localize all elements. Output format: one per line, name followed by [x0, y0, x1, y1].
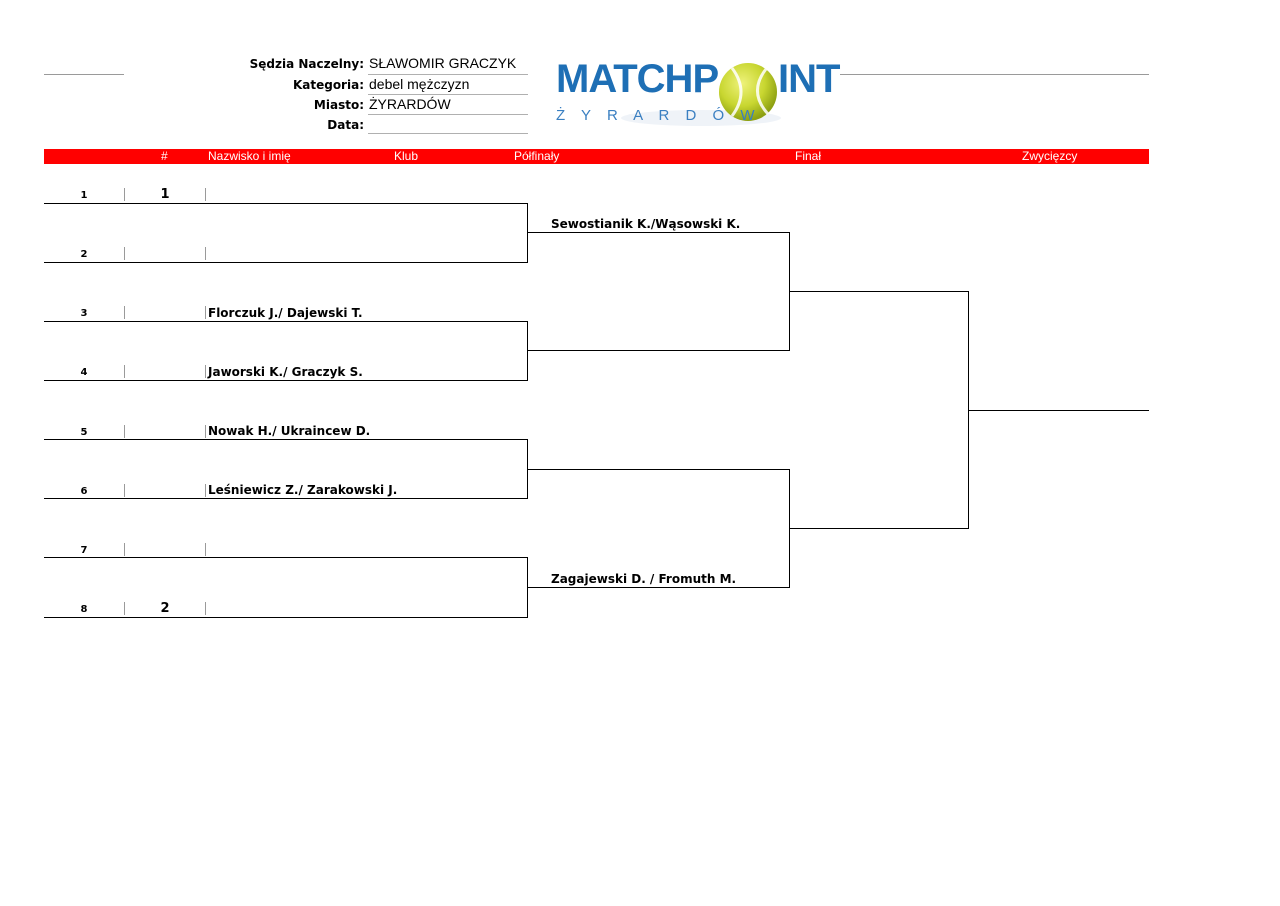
cell-divider: [124, 425, 125, 438]
player-name: Nowak H./ Ukraincew D.: [208, 424, 371, 438]
cell-divider: [124, 543, 125, 556]
player-name: Leśniewicz Z./ Zarakowski J.: [208, 483, 398, 497]
player-name: Florczuk J./ Dajewski T.: [208, 306, 363, 320]
bracket-connector: [527, 557, 528, 618]
col-name: Nazwisko i imię: [208, 149, 291, 163]
col-final: Finał: [795, 149, 822, 163]
draw-number: 5: [80, 427, 88, 438]
cell-divider: [124, 484, 125, 497]
category-value: debel mężczyzn: [369, 76, 470, 92]
col-winner: Zwycięzcy: [1022, 149, 1078, 163]
cell-divider: [205, 306, 206, 319]
bracket-connector: [789, 469, 790, 588]
matchpoint-logo-graphic: MATCHP INT Ż Y R A R D Ó W: [556, 57, 841, 126]
draw-number: 8: [80, 604, 88, 615]
semifinal-slot-1: Sewostianik K./Wąsowski K.: [551, 217, 741, 231]
col-hash: #: [161, 149, 168, 163]
draw-number: 6: [80, 486, 88, 497]
logo-text-right: INT: [778, 57, 840, 101]
draw-number: 1: [80, 190, 88, 201]
referee-value: SŁAWOMIR GRACZYK: [369, 55, 517, 71]
bracket-line: [528, 469, 790, 470]
semifinal-slot-4: Zagajewski D. / Fromuth M.: [551, 572, 737, 586]
col-semifinals: Półfinały: [514, 149, 560, 163]
bracket-line: [44, 380, 528, 381]
bracket-connector: [527, 321, 528, 381]
referee-underline: [368, 74, 528, 75]
cell-divider: [205, 247, 206, 260]
cell-divider: [124, 247, 125, 260]
header-left-rule: [44, 74, 124, 75]
bracket-line: [44, 262, 528, 263]
bracket-line: [528, 350, 790, 351]
cell-divider: [205, 543, 206, 556]
city-value: ŻYRARDÓW: [369, 96, 451, 112]
cell-divider: [205, 425, 206, 438]
bracket-connector: [789, 232, 790, 351]
bracket-line: [528, 587, 790, 588]
draw-number: 7: [80, 545, 88, 556]
draw-number: 4: [80, 367, 88, 378]
cell-divider: [124, 188, 125, 201]
bracket-line: [528, 232, 790, 233]
bracket-line: [44, 321, 528, 322]
cell-divider: [124, 365, 125, 378]
referee-label: Sędzia Naczelny:: [249, 57, 364, 71]
cell-divider: [205, 365, 206, 378]
category-label: Kategoria:: [292, 78, 364, 92]
draw-number: 3: [80, 308, 88, 319]
bracket-line: [44, 203, 528, 204]
bracket-line: [44, 557, 528, 558]
cell-divider: [124, 602, 125, 615]
column-header-bar: # Nazwisko i imię Klub Półfinały Finał Z…: [44, 149, 1149, 164]
bracket-connector: [527, 203, 528, 263]
draw-number: 2: [80, 249, 88, 260]
header-right-rule: [840, 74, 1149, 75]
bracket-line: [44, 617, 528, 618]
col-club: Klub: [394, 149, 419, 163]
date-underline: [368, 133, 528, 134]
category-underline: [368, 94, 528, 95]
seed-rank: 1: [160, 187, 170, 202]
cell-divider: [205, 484, 206, 497]
cell-divider: [205, 602, 206, 615]
seed-rank: 2: [160, 601, 170, 616]
cell-divider: [124, 306, 125, 319]
bracket-line: [790, 528, 969, 529]
bracket-line: [790, 291, 969, 292]
bracket-connector: [527, 439, 528, 499]
player-name: Jaworski K./ Graczyk S.: [208, 365, 363, 379]
bracket-line: [969, 410, 1149, 411]
logo-text-left: MATCHP: [556, 57, 718, 101]
city-label: Miasto:: [313, 98, 364, 112]
bracket-line: [44, 498, 528, 499]
date-label: Data:: [327, 118, 364, 132]
bracket-connector: [968, 291, 969, 529]
matchpoint-logo: MATCHP INT Ż Y R A R D Ó W: [556, 56, 846, 128]
bracket-line: [44, 439, 528, 440]
logo-subtitle: Ż Y R A R D Ó W: [556, 106, 760, 124]
cell-divider: [205, 188, 206, 201]
city-underline: [368, 114, 528, 115]
